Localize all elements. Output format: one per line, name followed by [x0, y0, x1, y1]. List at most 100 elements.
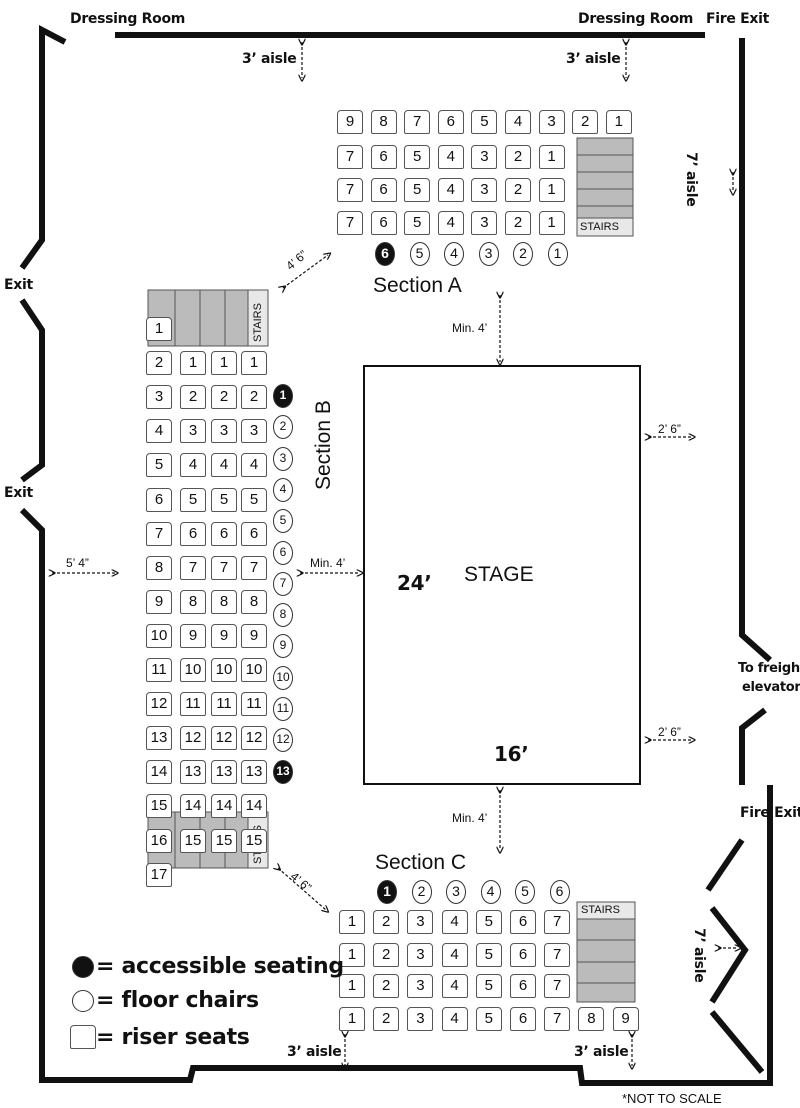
section-a-riser-seat: 6 [370, 211, 397, 235]
section-b-riser-seat: 9 [241, 623, 267, 648]
section-b-riser-seat: 8 [241, 589, 267, 614]
section-a-riser-seat: 3 [471, 178, 498, 202]
section-b-riser-seat: 1 [180, 351, 206, 376]
section-c-riser-seat: 2 [373, 1007, 400, 1031]
section-b-riser-seat: 15 [146, 794, 172, 819]
section-b-riser-seat: 14 [180, 794, 206, 819]
section-a-riser-seat: 2 [505, 211, 531, 235]
section-c-riser-seat: 9 [612, 1007, 639, 1031]
section-b-floor-chair: 2 [273, 415, 293, 440]
section-a-riser-seat: 3 [471, 145, 498, 169]
section-c-floor-chair: 1 [377, 880, 397, 904]
dim-b-stage-label: Min. 4’ [310, 556, 346, 570]
fire-exit-top-label: Fire Exit [706, 11, 770, 27]
section-b-riser-seat: 5 [146, 453, 172, 478]
dim-left-aisle-label: 5’ 4” [66, 556, 89, 570]
section-a-riser-seat: 9 [337, 110, 363, 134]
section-b-riser-seat: 10 [241, 658, 267, 682]
section-a-riser-seat: 5 [404, 178, 431, 202]
section-b-floor-chair: 9 [273, 634, 293, 659]
section-b-riser-seat: 6 [180, 521, 206, 546]
section-a-riser-seat: 5 [404, 145, 431, 169]
section-b-floor-chair: 10 [273, 665, 293, 690]
section-a-riser-seat: 4 [505, 110, 531, 134]
wall-left-lower [19, 507, 773, 1086]
section-a-label: Section A [373, 274, 462, 297]
section-b-floor-chair: 6 [273, 540, 293, 565]
legend-accessible-icon [72, 956, 94, 978]
section-b-riser-seat: 15 [211, 828, 237, 853]
section-c-riser-seat: 6 [510, 974, 536, 998]
section-c-riser-seat: 4 [441, 974, 468, 998]
section-b-floor-chair: 11 [273, 697, 293, 721]
section-a-riser-seat: 7 [337, 178, 363, 202]
section-c-riser-seat: 5 [475, 943, 502, 967]
section-b-riser-seat: 4 [241, 453, 267, 478]
stairs-b-top-label: STAIRS [252, 303, 264, 342]
section-c-riser-seat: 6 [510, 910, 536, 934]
section-b-label: Section B [312, 400, 335, 490]
section-c-riser-seat: 3 [407, 974, 434, 998]
section-a-riser-seat: 1 [538, 211, 565, 235]
section-c-riser-seat: 6 [510, 1007, 536, 1031]
section-a-riser-seat: 2 [505, 145, 531, 169]
aisle-top-left-label: 3’ aisle [242, 51, 297, 67]
section-b-riser-seat: 9 [180, 623, 206, 648]
section-c-floor-chair: 6 [549, 880, 570, 904]
stairs-a-label: STAIRS [580, 221, 619, 233]
section-a-floor-chair: 3 [478, 242, 499, 266]
wall-left-middle [19, 298, 45, 483]
section-b-riser-seat: 6 [146, 487, 172, 512]
section-b-riser-seat: 2 [180, 385, 206, 410]
legend-riser-text: = riser seats [96, 1025, 250, 1050]
section-b-riser-seat: 4 [146, 419, 172, 444]
section-a-floor-chair: 5 [409, 242, 430, 266]
section-b-riser-seat: 12 [146, 692, 172, 717]
section-b-riser-seat: 2 [211, 385, 237, 410]
section-a-riser-seat: 6 [437, 110, 464, 134]
section-b-riser-seat: 8 [146, 555, 172, 580]
section-b-floor-chair: 12 [273, 728, 293, 753]
section-b-riser-seat: 7 [241, 555, 267, 580]
section-b-riser-seat: 15 [241, 828, 267, 853]
section-c-riser-seat: 1 [339, 943, 365, 967]
aisle-bottom-left-label: 3’ aisle [287, 1044, 342, 1060]
stage-width-label: 24’ [397, 571, 432, 595]
section-b-floor-chair: 5 [273, 509, 293, 534]
legend-riser-icon [70, 1025, 96, 1049]
section-c-riser-seat: 1 [339, 974, 365, 998]
section-a-floor-chair: 6 [375, 242, 395, 266]
section-a-riser-seat: 6 [370, 178, 397, 202]
exit-upper-label: Exit [4, 277, 33, 293]
section-b-floor-chair: 1 [273, 384, 293, 408]
wall-right-lower1 [705, 838, 745, 892]
section-b-riser-seat: 7 [146, 521, 172, 546]
section-b-riser-seat: 12 [180, 726, 206, 751]
section-c-floor-chair: 4 [480, 880, 501, 904]
section-b-riser-seat: 3 [180, 419, 206, 444]
section-a-riser-seat: 1 [538, 145, 565, 169]
section-b-riser-seat: 2 [146, 351, 172, 376]
section-a-riser-seat: 3 [538, 110, 565, 134]
section-a-riser-seat: 3 [471, 211, 498, 235]
section-c-riser-seat: 3 [407, 943, 434, 967]
section-b-riser-seat: 2 [241, 385, 267, 410]
section-a-riser-seat: 2 [572, 110, 599, 134]
wall-right-lower2 [709, 906, 749, 1004]
section-b-riser-seat: 10 [180, 658, 206, 682]
section-b-floor-chair: 3 [273, 446, 293, 471]
section-b-riser-seat: 13 [241, 760, 267, 785]
section-b-floor-chair: 13 [273, 759, 293, 784]
dim-arrow-b-c [278, 868, 326, 910]
section-b-riser-seat: 12 [211, 726, 237, 751]
exit-lower-label: Exit [4, 485, 33, 501]
section-b-riser-seat: 14 [146, 760, 172, 785]
stage-depth-label: 16’ [494, 742, 529, 766]
section-b-riser-seat: 11 [241, 692, 267, 717]
section-a-riser-seat: 4 [437, 211, 464, 235]
section-b-riser-seat: 10 [211, 658, 237, 682]
section-b-floor-chair: 8 [273, 603, 293, 628]
section-c-riser-seat: 6 [510, 943, 536, 967]
section-b-floor-chair: 4 [273, 477, 293, 502]
